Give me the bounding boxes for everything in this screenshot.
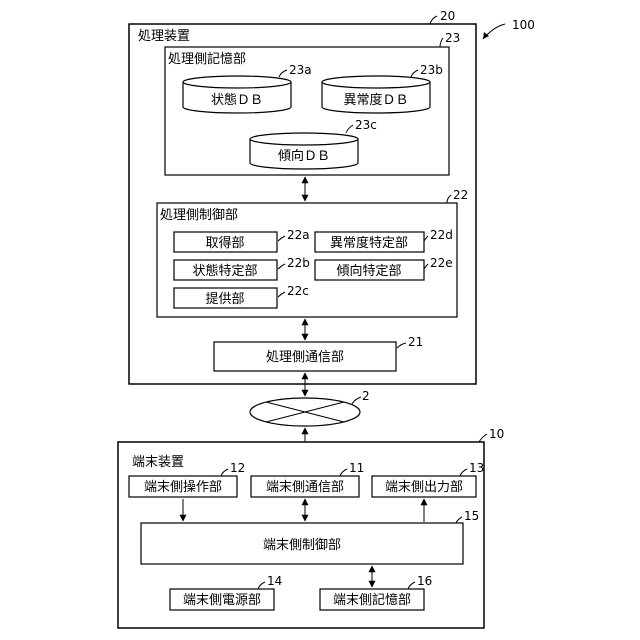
network-ref: 2 <box>362 389 370 403</box>
terminal-device-title: 端末装置 <box>132 455 184 470</box>
terminal-power-ref: 14 <box>267 574 282 588</box>
terminal-output-label: 端末側出力部 <box>385 480 463 495</box>
terminal-comm-ref: 11 <box>349 461 364 475</box>
cylinder-top <box>250 133 358 145</box>
cylinder-top <box>183 76 291 88</box>
processing-storage-title: 処理側記憶部 <box>168 51 246 67</box>
processing-control-ref: 22 <box>453 188 468 202</box>
processing-device-ref: 20 <box>440 9 455 23</box>
terminal-output-ref: 13 <box>469 461 484 475</box>
terminal-control-ref: 15 <box>464 509 479 523</box>
unit-ref: 22c <box>287 284 309 298</box>
system-ref-arrowhead <box>483 32 489 39</box>
unit-label: 異常度特定部 <box>330 235 408 251</box>
unit-label: 傾向特定部 <box>336 263 401 279</box>
terminal-operation-label: 端末側操作部 <box>144 479 222 495</box>
processing-control-title: 処理側制御部 <box>160 208 238 223</box>
network-symbol <box>250 398 360 426</box>
processing-device-ref-leader <box>430 16 437 24</box>
terminal-device-ref: 10 <box>489 427 504 441</box>
terminal-comm-label: 端末側通信部 <box>266 480 344 495</box>
terminal-storage-ref: 16 <box>417 574 432 588</box>
database-ref: 23b <box>420 63 443 77</box>
processing-comm-ref: 21 <box>408 335 423 349</box>
unit-label: 提供部 <box>205 291 244 307</box>
database-label: 状態ＤＢ <box>211 92 263 108</box>
unit-label: 状態特定部 <box>192 263 257 279</box>
database-ref: 23a <box>289 63 312 77</box>
network-ref-leader <box>352 397 361 404</box>
processing-comm-label: 処理側通信部 <box>266 350 344 365</box>
unit-ref: 22a <box>287 228 310 242</box>
unit-label: 取得部 <box>205 235 244 251</box>
processing-storage-ref: 23 <box>445 31 460 45</box>
processing-device-title: 処理装置 <box>138 29 190 44</box>
terminal-power-label: 端末側電源部 <box>183 593 261 608</box>
database-label: 傾向ＤＢ <box>278 148 330 164</box>
unit-ref: 22b <box>287 256 310 270</box>
cylinder-top <box>322 76 430 88</box>
terminal-operation-ref: 12 <box>230 461 245 475</box>
unit-ref: 22e <box>430 256 453 270</box>
terminal-device-ref-leader <box>479 434 487 442</box>
database-label: 異常度ＤＢ <box>343 92 408 108</box>
system-ref: 100 <box>512 18 535 32</box>
database-ref: 23c <box>355 118 377 132</box>
terminal-control-label: 端末側制御部 <box>263 538 341 553</box>
terminal-storage-label: 端末側記憶部 <box>333 592 411 608</box>
unit-ref: 22d <box>430 228 453 242</box>
